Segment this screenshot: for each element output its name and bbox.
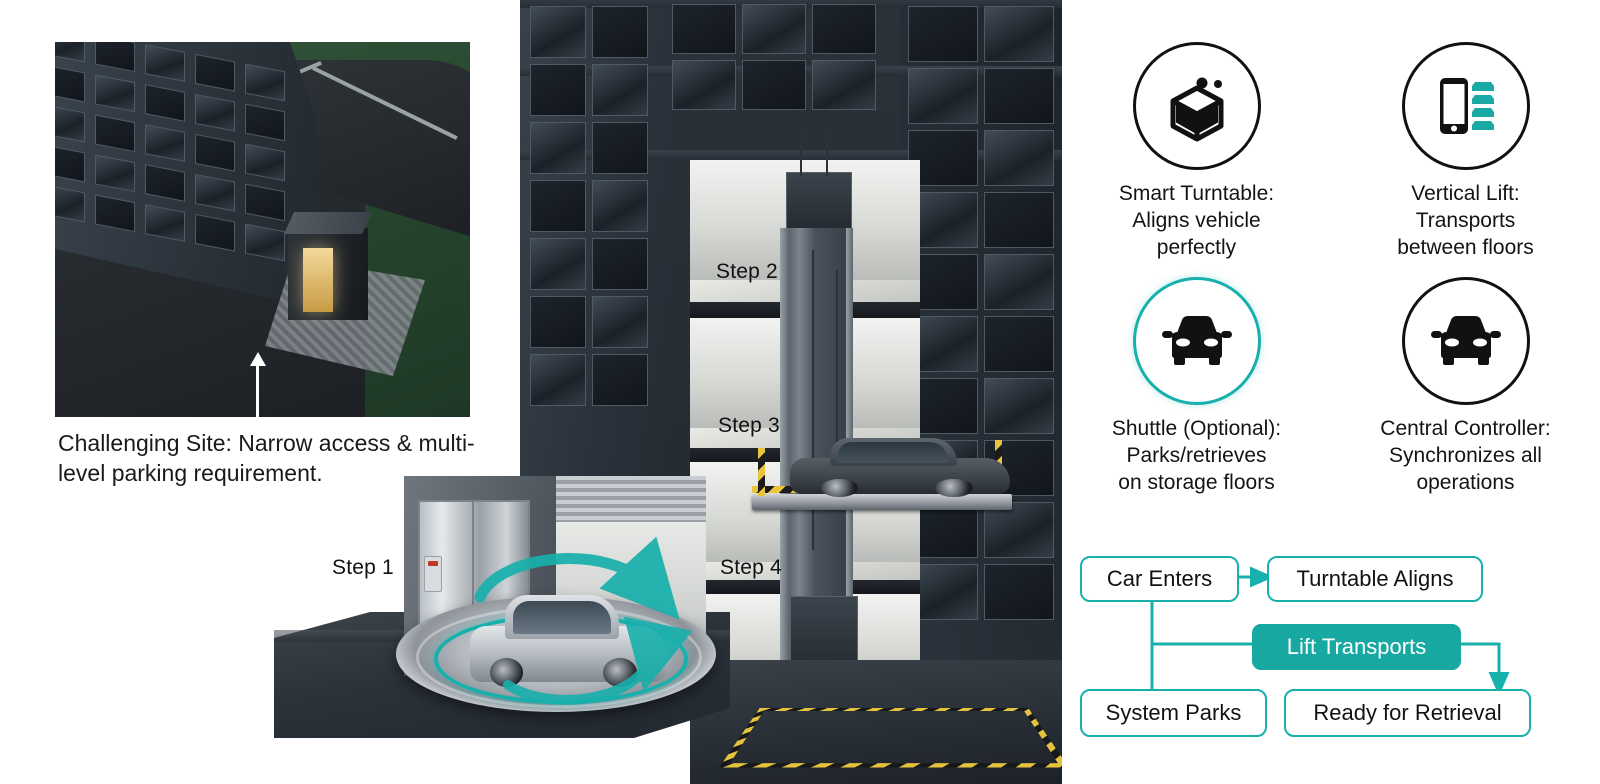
features-pane: Smart Turntable: Aligns vehicle perfectl… bbox=[1062, 0, 1600, 784]
feature-grid: Smart Turntable: Aligns vehicle perfectl… bbox=[1062, 42, 1600, 496]
feature-shuttle[interactable]: Shuttle (Optional): Parks/retrieves on s… bbox=[1062, 277, 1331, 496]
car-on-platform bbox=[790, 432, 1010, 494]
flow-node-system-parks[interactable]: System Parks bbox=[1080, 689, 1267, 737]
window-grid-right bbox=[908, 6, 1054, 620]
flow-node-ready-for-retrieval[interactable]: Ready for Retrieval bbox=[1284, 689, 1531, 737]
site-caption: Challenging Site: Narrow access & multi-… bbox=[58, 428, 478, 488]
step-label-1: Step 1 bbox=[332, 556, 394, 580]
feature-smart-turntable[interactable]: Smart Turntable: Aligns vehicle perfectl… bbox=[1062, 42, 1331, 261]
site-pointer-line bbox=[256, 364, 259, 417]
illustration-pane: Step 1 Step 2 Step 3 Step 4 bbox=[0, 0, 1062, 784]
lift-cable bbox=[800, 130, 802, 176]
feature-line3: on storage floors bbox=[1112, 469, 1281, 496]
car-on-turntable bbox=[470, 586, 666, 682]
feature-title: Shuttle (Optional): bbox=[1112, 415, 1281, 442]
lift-platform bbox=[752, 494, 1012, 510]
kiosk-doorway-light bbox=[303, 248, 333, 312]
elevator-call-panel[interactable] bbox=[424, 556, 442, 592]
feature-line2: Synchronizes all bbox=[1380, 442, 1550, 469]
step-label-2: Step 2 bbox=[716, 260, 778, 284]
flow-node-car-enters[interactable]: Car Enters bbox=[1080, 556, 1239, 602]
feature-title: Vertical Lift: bbox=[1397, 180, 1534, 207]
feature-label: Vertical Lift: Transports between floors bbox=[1397, 180, 1534, 261]
feature-line2: Transports bbox=[1397, 207, 1534, 234]
feature-line3: between floors bbox=[1397, 234, 1534, 261]
process-flowchart: Car Enters Turntable Aligns Lift Transpo… bbox=[1062, 544, 1600, 754]
flow-node-lift-transports[interactable]: Lift Transports bbox=[1252, 624, 1461, 670]
feature-line2: Parks/retrieves bbox=[1112, 442, 1281, 469]
feature-line3: perfectly bbox=[1119, 234, 1274, 261]
window-grid-left bbox=[530, 6, 648, 406]
roller-shutter bbox=[556, 476, 706, 522]
kiosk-roof bbox=[284, 212, 372, 234]
lift-guide-rail bbox=[780, 228, 789, 678]
feature-line2: Aligns vehicle bbox=[1119, 207, 1274, 234]
feature-label: Central Controller: Synchronizes all ope… bbox=[1380, 415, 1550, 496]
car-front-icon bbox=[1133, 277, 1261, 405]
step-label-4: Step 4 bbox=[720, 556, 782, 580]
platform-hazard-post bbox=[758, 448, 765, 496]
cube-turntable-icon bbox=[1133, 42, 1261, 170]
feature-label: Shuttle (Optional): Parks/retrieves on s… bbox=[1112, 415, 1281, 496]
window-grid-center-top bbox=[672, 4, 876, 110]
flow-node-turntable-aligns[interactable]: Turntable Aligns bbox=[1267, 556, 1483, 602]
feature-line3: operations bbox=[1380, 469, 1550, 496]
smartphone-stacked-cars-icon bbox=[1402, 42, 1530, 170]
step-label-3: Step 3 bbox=[718, 414, 780, 438]
lift-base-hazard-marking bbox=[719, 708, 1062, 767]
feature-central-controller[interactable]: Central Controller: Synchronizes all ope… bbox=[1331, 277, 1600, 496]
feature-title: Smart Turntable: bbox=[1119, 180, 1274, 207]
lift-cable bbox=[826, 130, 828, 176]
feature-vertical-lift[interactable]: Vertical Lift: Transports between floors bbox=[1331, 42, 1600, 261]
lift-machinery-head bbox=[786, 172, 852, 230]
up-arrow-pointer-icon bbox=[250, 352, 266, 366]
feature-label: Smart Turntable: Aligns vehicle perfectl… bbox=[1119, 180, 1274, 261]
car-front-icon bbox=[1402, 277, 1530, 405]
feature-title: Central Controller: bbox=[1380, 415, 1550, 442]
site-inset-photo bbox=[55, 42, 470, 417]
